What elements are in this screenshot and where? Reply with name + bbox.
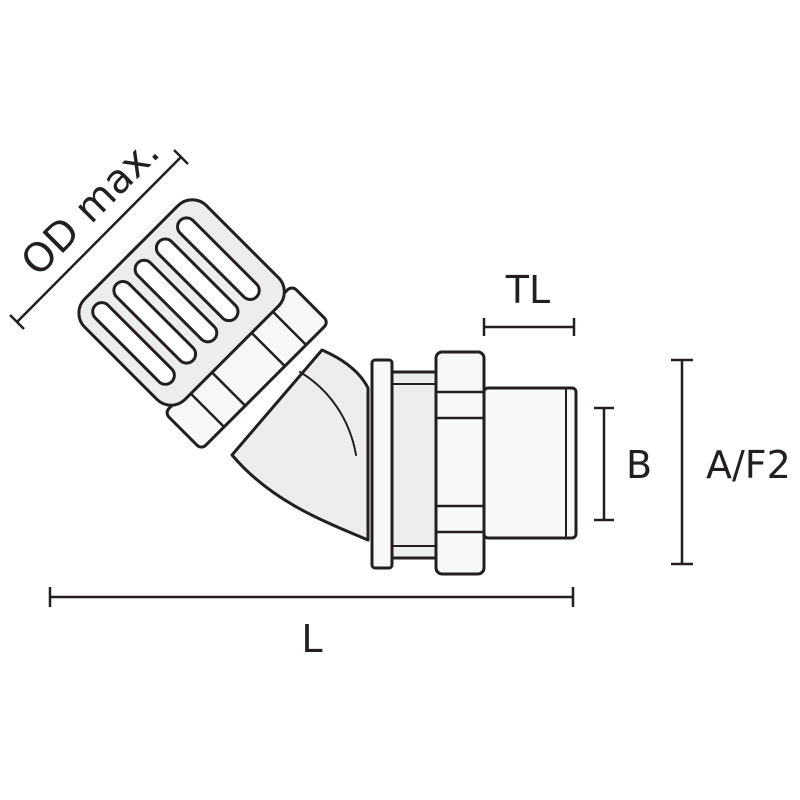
cap-nut (165, 286, 328, 449)
gland-cap (77, 198, 286, 407)
dimension-l: L (48, 587, 575, 661)
dimension-af: A/F2 (671, 358, 791, 566)
label-l: L (301, 617, 322, 661)
hex-nut (434, 350, 486, 576)
elbow-body (230, 348, 370, 542)
dimension-b: B (594, 406, 652, 522)
label-af2: A/F2 (706, 443, 791, 487)
label-tl: TL (505, 268, 550, 312)
gland-head (77, 198, 328, 449)
dimension-tl: TL (482, 268, 576, 336)
label-b: B (626, 443, 652, 487)
connector-body (370, 358, 578, 570)
